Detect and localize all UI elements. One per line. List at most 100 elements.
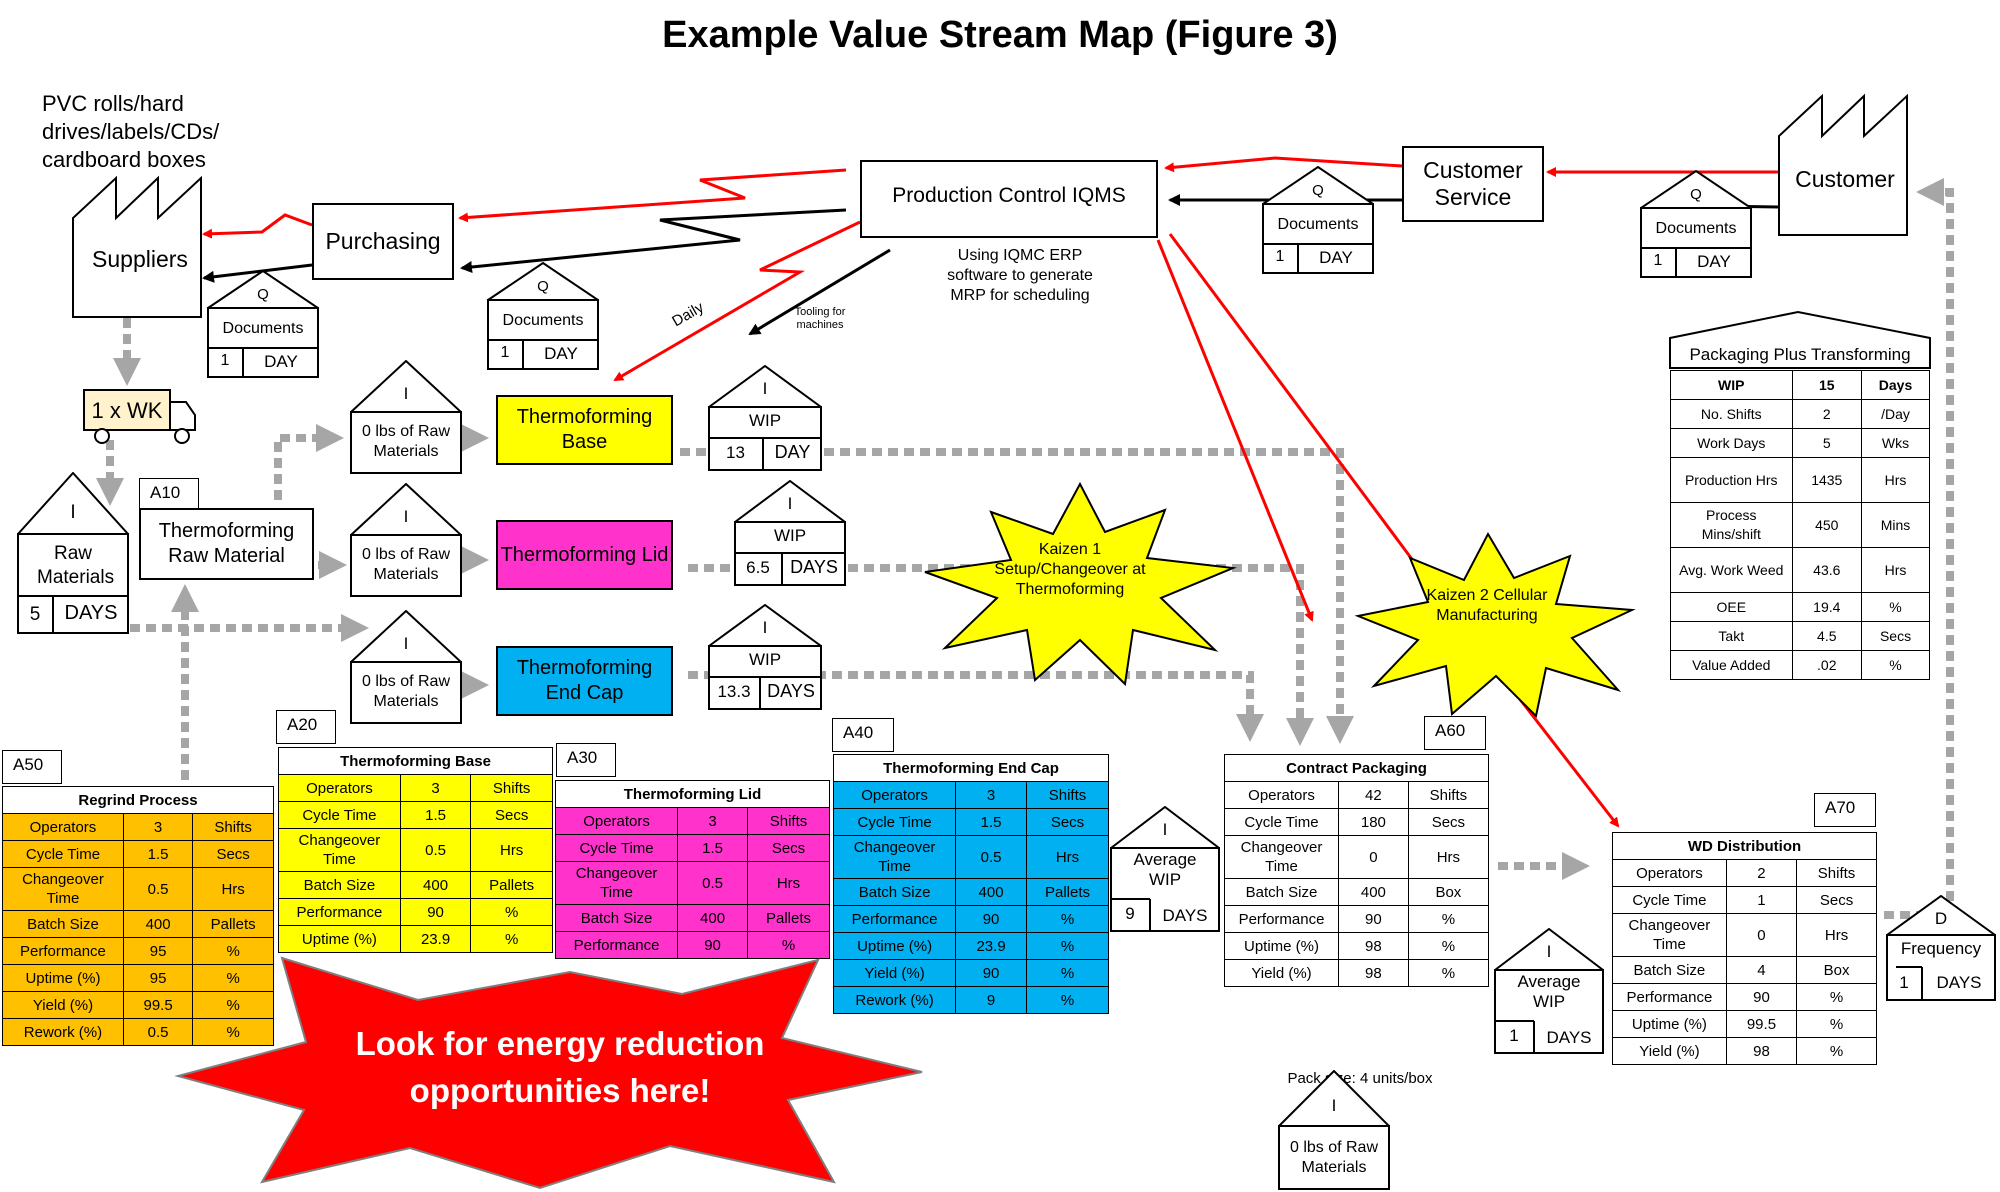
- inventory-num: 1: [1509, 1026, 1519, 1045]
- row-value: 9: [955, 986, 1027, 1014]
- inventory-i: I: [762, 379, 768, 398]
- frequency-box: D Frequency 1 DAYS: [1886, 895, 1996, 1001]
- purchasing-box: Purchasing: [312, 203, 454, 280]
- inventory-average-wip-2: I Average WIP 1 DAYS: [1494, 928, 1604, 1054]
- documents-box-service: Q Documents 1 DAY: [1262, 166, 1374, 274]
- inventory-unit: DAY: [774, 442, 811, 462]
- info-arrow-control-purchasing: [458, 168, 847, 223]
- row-value: 400: [1338, 878, 1409, 906]
- table-row: Uptime (%)99.5%: [1612, 1010, 1877, 1038]
- inventory-label: 0 lbs of Raw Materials: [361, 423, 451, 460]
- row-unit: Pallets: [470, 871, 553, 899]
- row-value: 400: [677, 904, 749, 932]
- table-row: Yield (%)98%: [1612, 1037, 1877, 1065]
- frequency-num: 1: [1899, 973, 1909, 992]
- row-metric: Performance: [1223, 905, 1340, 933]
- page-title: Example Value Stream Map (Figure 3): [662, 14, 1338, 56]
- row-unit: %: [470, 925, 553, 953]
- arrow-purchasing-to-suppliers: [202, 263, 313, 283]
- inventory-i: I: [403, 634, 409, 653]
- row-unit: %: [1796, 983, 1877, 1011]
- row-value: 90: [955, 959, 1027, 987]
- row-value: 23.9: [955, 932, 1027, 960]
- row-unit: Secs: [192, 840, 274, 868]
- row-value: 23.9: [399, 925, 472, 953]
- row-metric: Cycle Time: [832, 808, 957, 836]
- table-row: Rework (%)9%: [832, 986, 1110, 1014]
- push-arrow-endcap-packaging: [688, 671, 1264, 742]
- documents-q: Q: [537, 278, 549, 295]
- process-tag-a40: A40: [832, 718, 894, 752]
- documents-unit: DAY: [544, 344, 578, 363]
- row-value: 90: [399, 898, 472, 926]
- supplier-factory-icon: [72, 175, 202, 318]
- row-unit: Shifts: [1025, 781, 1110, 809]
- row-metric: Changeover Time: [554, 861, 679, 905]
- summary-unit: Secs: [1861, 621, 1930, 651]
- row-metric: Operators: [1223, 781, 1340, 809]
- row-unit: %: [1407, 932, 1490, 960]
- table-row: Yield (%)99.5%: [2, 991, 274, 1019]
- summary-value: 2: [1791, 399, 1863, 429]
- inventory-num: 13: [726, 443, 745, 462]
- summary-metric: Production Hrs: [1670, 457, 1793, 503]
- row-metric: Cycle Time: [1223, 808, 1340, 836]
- row-unit: %: [1796, 1010, 1877, 1038]
- row-unit: %: [1796, 1037, 1877, 1065]
- summary-title: Packaging Plus Transforming: [1689, 345, 1911, 364]
- summary-unit: Hrs: [1861, 547, 1930, 593]
- inventory-unit: DAYS: [1162, 906, 1208, 925]
- row-value: 3: [955, 781, 1027, 809]
- row-unit: %: [1407, 959, 1490, 987]
- row-metric: Changeover Time: [1223, 835, 1340, 879]
- row-unit: %: [1407, 905, 1490, 933]
- row-value: 0.5: [955, 835, 1027, 879]
- row-metric: Performance: [2, 937, 124, 965]
- inventory-label: 0 lbs of Raw Materials: [361, 673, 451, 710]
- inventory-raw-lid: I 0 lbs of Raw Materials: [350, 483, 462, 597]
- row-value: 400: [122, 910, 194, 938]
- row-metric: Performance: [832, 905, 957, 933]
- supplier-materials-label: PVC rolls/hard drives/labels/CDs/ cardbo…: [42, 91, 220, 172]
- row-metric: Cycle Time: [1612, 886, 1727, 914]
- row-value: 400: [399, 871, 472, 899]
- documents-num: 1: [500, 344, 510, 361]
- row-unit: %: [1025, 986, 1110, 1014]
- production-control-box: Production Control IQMS: [860, 160, 1158, 238]
- documents-q: Q: [257, 286, 269, 303]
- documents-box-suppliers: Q Documents 1 DAY: [207, 270, 319, 378]
- inventory-label: 0 lbs of Raw Materials: [361, 546, 451, 583]
- row-value: 3: [677, 807, 749, 835]
- documents-num: 1: [1653, 252, 1663, 269]
- summary-unit: %: [1861, 592, 1930, 622]
- row-unit: %: [192, 991, 274, 1019]
- row-unit: %: [747, 931, 830, 959]
- row-metric: Performance: [554, 931, 679, 959]
- inventory-raw-packaging: I 0 lbs of Raw Materials: [1278, 1070, 1390, 1190]
- row-value: 0.5: [677, 861, 749, 905]
- inventory-average-wip-1: I Average WIP 9 DAYS: [1110, 806, 1220, 932]
- row-unit: Pallets: [192, 910, 274, 938]
- row-value: 90: [1725, 983, 1798, 1011]
- process-tag-a20: A20: [276, 710, 336, 744]
- process-tag-a60: A60: [1424, 716, 1486, 750]
- row-unit: %: [192, 1018, 274, 1046]
- process-tag-a50: A50: [2, 750, 62, 784]
- row-unit: Secs: [747, 834, 830, 862]
- row-metric: Changeover Time: [2, 867, 124, 911]
- inventory-i: I: [1331, 1096, 1337, 1115]
- summary-unit: Days: [1861, 370, 1930, 400]
- row-metric: Cycle Time: [278, 801, 401, 829]
